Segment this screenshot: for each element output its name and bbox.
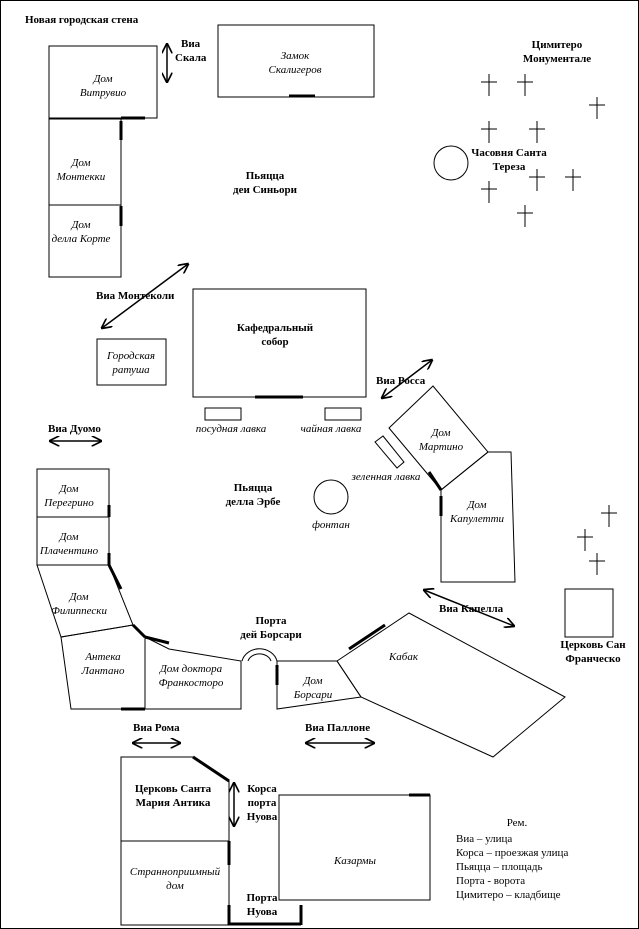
label-peregrino-1: Дом — [58, 483, 78, 495]
legend-line-1: Виа – улица — [456, 833, 512, 845]
label-ratusha-1: Городская — [106, 350, 155, 362]
label-vitruvio-2: Витрувио — [80, 87, 127, 99]
legend-line-3: Пьяцца – площадь — [456, 861, 543, 873]
label-martino-1: Дом — [430, 427, 450, 439]
label-borsari-2: Борсари — [293, 689, 333, 701]
label-capuletti-1: Дом — [466, 499, 486, 511]
label-montecchi-2: Монтекки — [56, 171, 106, 183]
label-borsari-1: Дом — [302, 675, 322, 687]
label-piazza-signori-1: Пьяцца — [246, 170, 285, 182]
label-pottery-shop: посудная лавка — [196, 423, 267, 435]
label-green-grocer: зеленная лавка — [351, 471, 421, 483]
label-vitruvio-1: Дом — [92, 73, 112, 85]
label-porta-borsari-2: дей Борсари — [240, 629, 302, 641]
label-porta-nuova-1: Порта — [246, 892, 278, 904]
label-scaliger-2: Скалигеров — [269, 64, 322, 76]
label-piazza-erbe-2: делла Эрбе — [226, 496, 281, 508]
barracks-outline — [278, 794, 431, 901]
label-via-duomo: Виа Дуомо — [48, 423, 101, 435]
label-hospice-2: дом — [166, 880, 184, 892]
gate-arch — [241, 648, 278, 662]
hospice-outline — [120, 840, 230, 926]
tavern-outline — [336, 612, 566, 758]
label-della-corte-2: делла Корте — [52, 233, 111, 245]
cemetery-crosses — [481, 74, 617, 575]
label-pharmacy-2: Лантано — [81, 665, 125, 677]
label-san-francesco-1: Церковь Сан — [560, 639, 626, 651]
label-della-corte-1: Дом — [70, 219, 90, 231]
label-via-pallone: Виа Паллоне — [305, 722, 370, 734]
label-chapel-2: Тереза — [493, 161, 526, 173]
label-cathedral-2: собор — [261, 336, 288, 348]
label-filippeski-1: Дом — [68, 591, 88, 603]
label-corsa-1: Корса — [247, 783, 277, 795]
label-scaliger-1: Замок — [281, 50, 310, 62]
legend-line-2: Корса – проезжая улица — [456, 847, 568, 859]
label-hospice-1: Странноприимный — [130, 866, 221, 878]
legend-line-5: Цимитеро – кладбище — [456, 889, 561, 901]
label-via-scala-2: Скала — [175, 52, 207, 64]
via-capella-arrow — [424, 590, 514, 626]
fountain-outline — [313, 479, 349, 515]
label-chapel-1: Часовня Санта — [471, 147, 547, 159]
label-corsa-3: Нуова — [247, 811, 278, 823]
label-montecchi-1: Дом — [70, 157, 90, 169]
house-fracastoro-outline — [144, 636, 242, 710]
label-via-rossa: Виа Росса — [376, 375, 426, 387]
label-san-francesco-2: Франческо — [565, 653, 621, 665]
label-santa-maria-1: Церковь Санта — [135, 783, 212, 795]
label-cimitero-2: Монументале — [523, 53, 591, 65]
label-peregrino-2: Перегрино — [43, 497, 94, 509]
chapel-outline — [433, 145, 469, 181]
label-tavern: Кабак — [388, 651, 419, 663]
label-via-capella: Виа Капелла — [439, 603, 504, 615]
label-placentino-1: Дом — [58, 531, 78, 543]
label-piazza-signori-2: деи Синьори — [233, 184, 298, 196]
legend-line-4: Порта - ворота — [456, 875, 525, 887]
gate-arch-inner — [247, 653, 272, 662]
label-corsa-2: порта — [248, 797, 277, 809]
via-rossa-arrow — [382, 360, 432, 398]
label-filippeski-2: Филиппески — [51, 605, 107, 617]
city-hall-outline — [96, 338, 167, 386]
church-san-francesco-outline — [564, 588, 614, 638]
label-via-scala-1: Виа — [181, 38, 201, 50]
label-fracastoro-2: Франкосторо — [159, 677, 224, 689]
label-via-montecoli: Виа Монтеколи — [96, 290, 175, 302]
label-santa-maria-2: Мария Антика — [136, 797, 211, 809]
label-via-roma: Виа Рома — [133, 722, 180, 734]
label-barracks: Казармы — [333, 855, 377, 867]
house-della-corte-outline — [48, 204, 122, 278]
house-vitruvio-outline — [48, 45, 158, 119]
label-pharmacy-1: Антека — [84, 651, 121, 663]
label-piazza-erbe-1: Пьяцца — [234, 482, 273, 494]
label-porta-borsari-1: Порта — [255, 615, 287, 627]
label-placentino-2: Плачентино — [39, 545, 99, 557]
label-cathedral-1: Кафедральный — [237, 322, 314, 334]
label-cimitero-1: Цимитеро — [532, 39, 583, 51]
label-tea-shop: чайная лавка — [301, 423, 362, 435]
pottery-shop-outline — [204, 407, 242, 421]
label-porta-nuova-2: Нуова — [247, 906, 278, 918]
doorways — [107, 94, 443, 926]
label-fountain: фонтан — [312, 519, 350, 531]
map-title: Новая городская стена — [25, 14, 139, 26]
tea-shop-outline — [324, 407, 362, 421]
label-capuletti-2: Капулетти — [449, 513, 505, 525]
label-martino-2: Мартино — [418, 441, 464, 453]
green-grocer-outline — [374, 435, 405, 469]
legend-title: Рем. — [507, 817, 528, 829]
via-montecoli-arrow — [102, 264, 188, 328]
label-ratusha-2: ратуша — [111, 364, 150, 376]
house-capuletti-outline — [440, 451, 516, 583]
label-fracastoro-1: Дом доктора — [159, 663, 223, 675]
